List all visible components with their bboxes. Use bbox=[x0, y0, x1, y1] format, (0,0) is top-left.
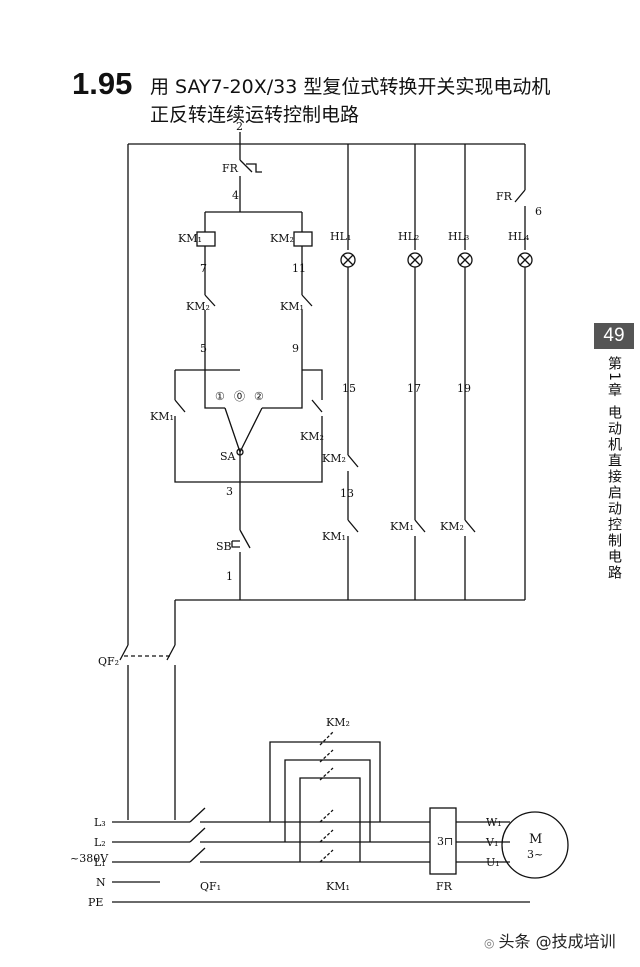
motor-phase-label: 3~ bbox=[527, 848, 543, 861]
motor-symbol bbox=[501, 811, 569, 879]
sb-label: SB bbox=[216, 540, 232, 553]
wire-number: 4 bbox=[232, 189, 239, 202]
fr-label: FR bbox=[222, 162, 239, 175]
u1-terminal: U₁ bbox=[486, 856, 500, 869]
watermark-text: 头条 @技成培训 bbox=[498, 932, 616, 951]
km1-hl2-label: KM₁ bbox=[390, 520, 414, 533]
wire-number: 6 bbox=[535, 205, 542, 218]
wire-number: 3 bbox=[226, 485, 233, 498]
wire-number-labels: 2 4 7 11 5 9 15 17 19 13 3 1 6 bbox=[200, 120, 542, 583]
sb-button bbox=[231, 482, 251, 600]
sa-position-0: ⓪ bbox=[234, 390, 245, 403]
hl4-label: HL₄ bbox=[508, 230, 530, 243]
wire-number: 9 bbox=[292, 342, 299, 355]
section-title-line-1: 用 SAY7-20X/33 型复位式转换开关实现电动机 bbox=[150, 76, 551, 98]
km2-interlock-label: KM₂ bbox=[186, 300, 210, 313]
wire-number: 15 bbox=[342, 382, 356, 395]
km2-coil bbox=[293, 231, 313, 247]
km1-coil bbox=[196, 231, 216, 247]
l2-label: L₂ bbox=[94, 836, 106, 849]
km2-coil-label: KM₂ bbox=[270, 232, 294, 245]
watermark: ◎头条 @技成培训 bbox=[484, 928, 634, 952]
km1-coil-label: KM₁ bbox=[178, 232, 202, 245]
l3-label: L₃ bbox=[94, 816, 106, 829]
n-label: N bbox=[96, 876, 106, 889]
km2-self-hold-label: KM₂ bbox=[300, 430, 324, 443]
hl3-label: HL₃ bbox=[448, 230, 469, 243]
chapter-side-label: 第1章 电动机直接启动控制电路 bbox=[606, 356, 622, 582]
km1-interlock-label: KM₁ bbox=[280, 300, 304, 313]
km2-main-label: KM₂ bbox=[326, 716, 350, 729]
sa-label: SA bbox=[220, 450, 237, 463]
fr-block-symbol: 3⊓ bbox=[437, 835, 453, 848]
l1-label: L₁ bbox=[94, 856, 106, 869]
hl1-label: HL₁ bbox=[330, 230, 351, 243]
motor-label: M bbox=[529, 832, 542, 847]
km1-main-label: KM₁ bbox=[326, 880, 350, 893]
v1-terminal: V₁ bbox=[485, 836, 498, 849]
km2-hl1-label: KM₂ bbox=[322, 452, 346, 465]
pe-label: PE bbox=[88, 896, 103, 909]
qf2-label: QF₂ bbox=[98, 655, 119, 668]
fr-thermal-block bbox=[429, 807, 457, 875]
wire-number: 17 bbox=[407, 382, 421, 395]
watermark-logo-icon: ◎ bbox=[484, 936, 495, 950]
fr-hl4-label: FR bbox=[496, 190, 513, 203]
supply-voltage-label: ~380V bbox=[70, 852, 109, 865]
sa-position-2: ② bbox=[254, 390, 264, 403]
wire-number: 2 bbox=[236, 120, 243, 133]
wire-number: 1 bbox=[226, 570, 233, 583]
hl2-label: HL₂ bbox=[398, 230, 419, 243]
wire-number: 7 bbox=[200, 262, 207, 275]
sa-position-1: ① bbox=[215, 390, 225, 403]
section-number: 1.95 bbox=[72, 66, 133, 101]
qf1-label: QF₁ bbox=[200, 880, 221, 893]
fr-block-label: FR bbox=[436, 880, 453, 893]
power-lines bbox=[112, 821, 530, 903]
wire-number: 11 bbox=[292, 262, 306, 275]
sa-switch bbox=[224, 407, 263, 482]
wire-number: 5 bbox=[200, 342, 207, 355]
section-title-line-2: 正反转连续运转控制电路 bbox=[150, 104, 360, 126]
km2-hl3-label: KM₂ bbox=[440, 520, 464, 533]
wire-number: 13 bbox=[340, 487, 354, 500]
wire-number: 19 bbox=[457, 382, 471, 395]
w1-terminal: W₁ bbox=[486, 816, 502, 829]
km1-hl1-label: KM₁ bbox=[322, 530, 346, 543]
km1-self-hold-label: KM₁ bbox=[150, 410, 174, 423]
fr-nc-contact bbox=[239, 144, 262, 205]
page-number-tab: 49 bbox=[594, 323, 634, 349]
component-labels: FR KM₁ KM₂ KM₂ KM₁ KM₁ KM₂ SA ① ⓪ ② SB H… bbox=[70, 162, 543, 909]
